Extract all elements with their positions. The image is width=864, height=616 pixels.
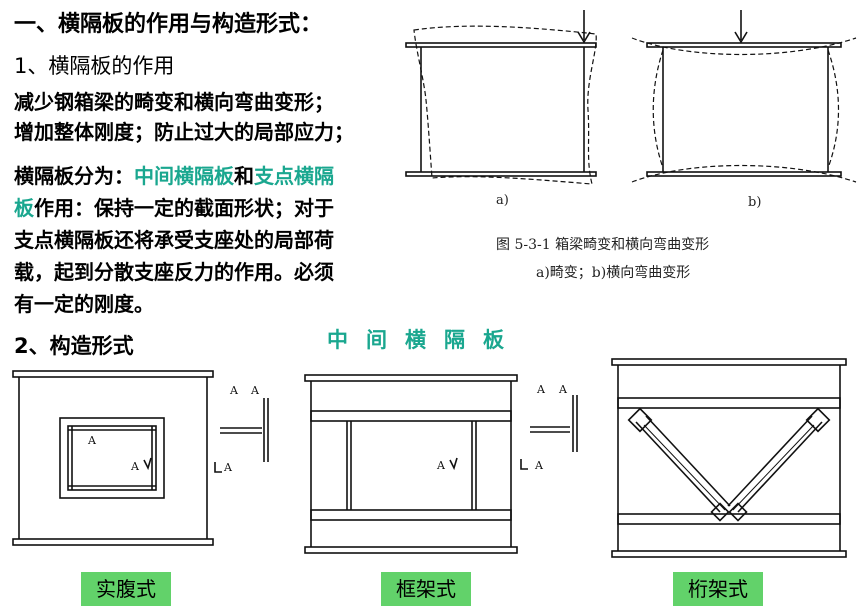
middle-diaphragm-title: 中间横隔板 (327, 328, 522, 352)
frame-diaphragm (304, 374, 578, 554)
figure-caption: 图 5-3-1 箱梁畸变和横向弯曲变形 (496, 237, 710, 253)
function-line-2: 增加整体刚度；防止过大的局部应力； (14, 120, 354, 144)
mark-a-frame-1: A (536, 383, 546, 396)
frame-label: 框架式 (381, 572, 471, 606)
figure-a-label: a) (496, 193, 509, 208)
section1-title: 1、横隔板的作用 (14, 54, 175, 78)
mark-a-frame-4: A (534, 459, 544, 472)
mark-a-solid-5: A (223, 461, 233, 474)
solid-web-diaphragm (12, 370, 269, 546)
figure-subcaption: a)畸变；b)横向弯曲变形 (536, 265, 691, 281)
types-line-5: 有一定的刚度。 (14, 292, 154, 316)
function-line-1: 减少钢箱梁的畸变和横向弯曲变形； (14, 90, 334, 114)
support-diaphragm-term-a: 支点横隔 (254, 164, 334, 188)
mark-a-solid-4: A (130, 460, 140, 473)
figure-a-distortion (405, 10, 597, 185)
types-line-2: 板作用：保持一定的截面形状；对于 (14, 192, 334, 221)
truss-label: 桁架式 (673, 572, 763, 606)
support-diaphragm-term-b: 板 (14, 196, 34, 220)
mark-a-solid-1: A (229, 384, 239, 397)
page-heading: 一、横隔板的作用与构造形式： (14, 12, 323, 37)
mark-a-frame-2: A (558, 383, 568, 396)
solid-web-label: 实腹式 (81, 572, 171, 606)
types-rest: 作用：保持一定的截面形状；对于 (34, 196, 334, 220)
truss-diaphragm (611, 358, 847, 558)
types-line-3: 支点横隔板还将承受支座处的局部荷 (14, 228, 334, 252)
section2-title: 2、构造形式 (14, 334, 134, 358)
figure-b-label: b) (748, 195, 762, 210)
types-line-4: 载，起到分散支座反力的作用。必须 (14, 260, 334, 284)
figure-b-bending (631, 10, 857, 183)
types-prefix: 横隔板分为： (14, 164, 134, 188)
mark-a-frame-3: A (436, 459, 446, 472)
types-line-1: 横隔板分为：中间横隔板和支点横隔 (14, 160, 334, 189)
types-and: 和 (234, 164, 254, 188)
mark-a-solid-2: A (250, 384, 260, 397)
middle-diaphragm-term: 中间横隔板 (134, 164, 234, 188)
mark-a-solid-3: A (87, 434, 97, 447)
